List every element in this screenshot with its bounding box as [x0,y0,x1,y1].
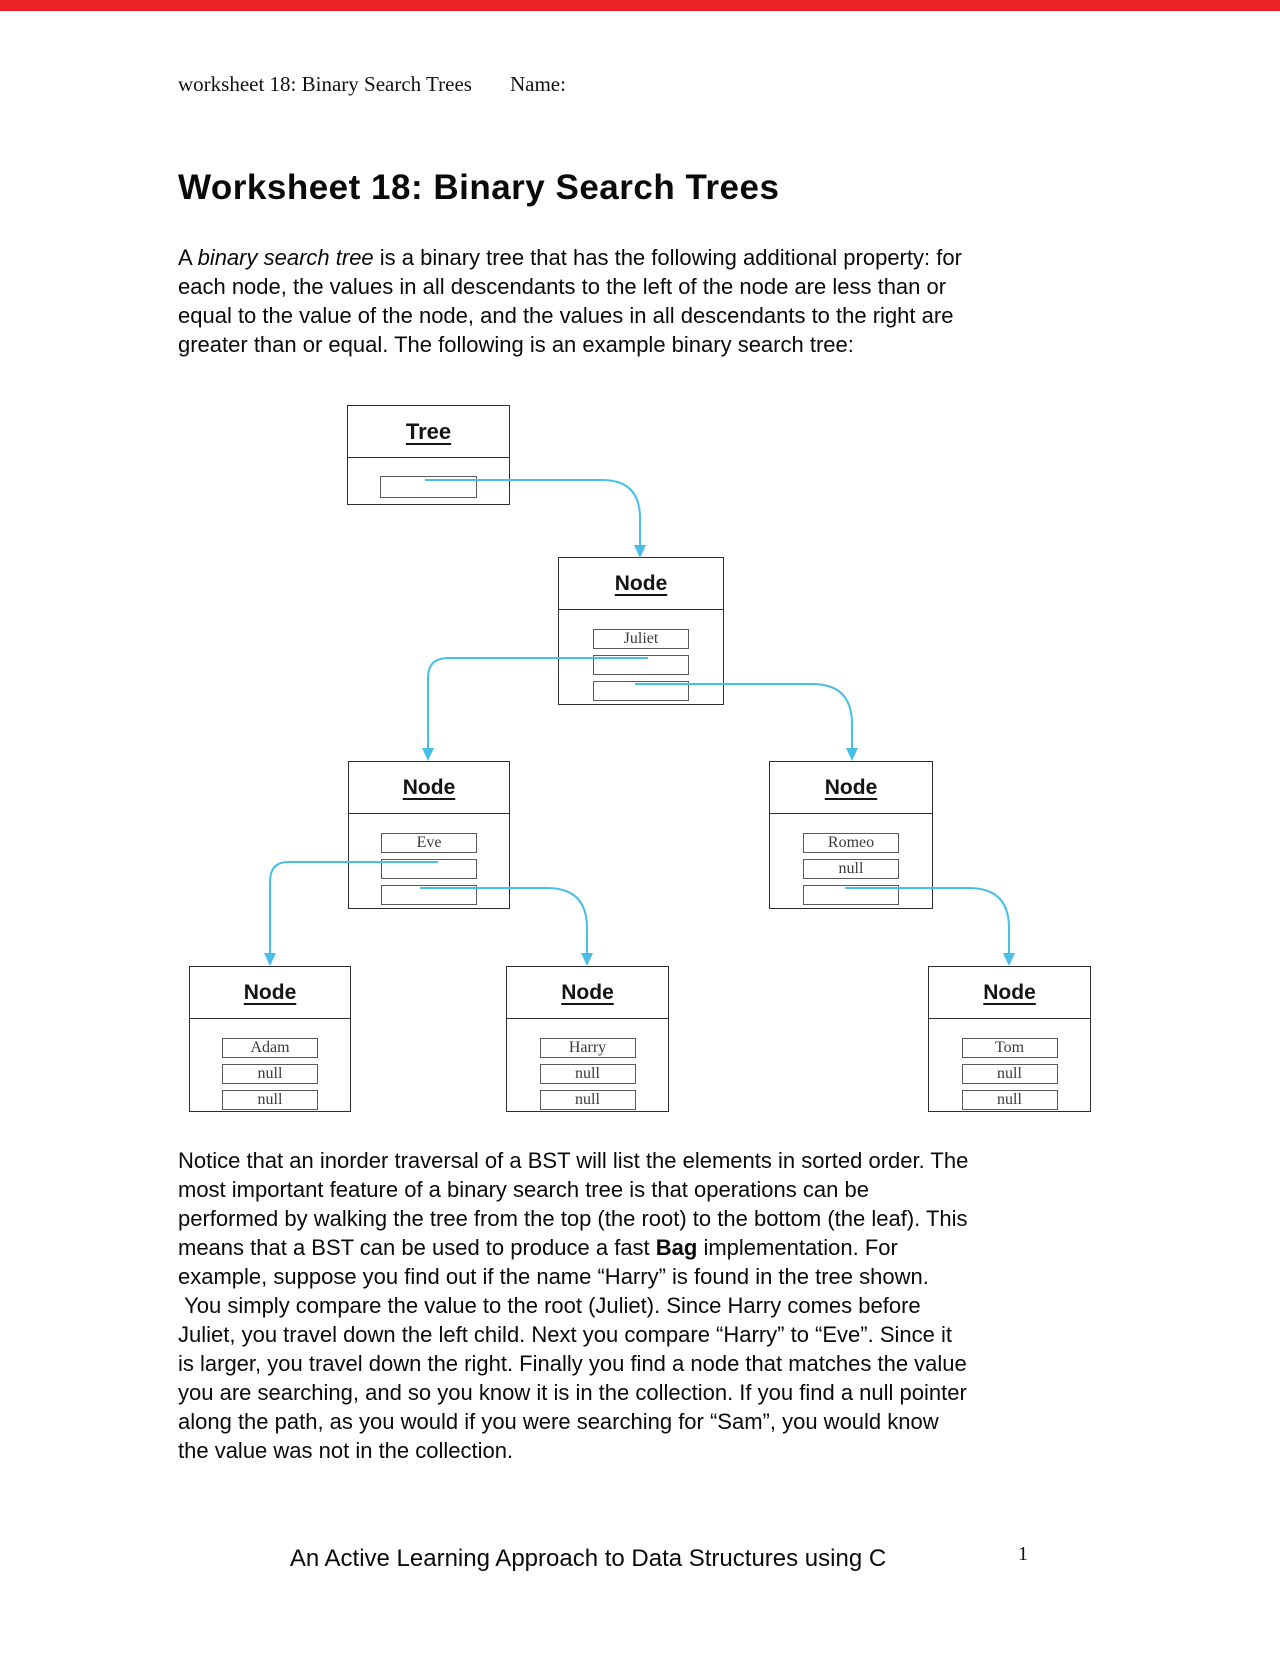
node-right-pointer-field [803,885,899,905]
tree-box-title: Tree [348,406,509,458]
top-red-bar [0,0,1280,11]
node-left-pointer-field: null [539,1064,636,1084]
page-number: 1 [1018,1543,1028,1565]
node-label: Node [243,980,297,1004]
intro-paragraph: A binary search tree is a binary tree th… [178,243,1046,359]
header-worksheet-label: worksheet 18: Binary Search Trees [178,72,472,96]
node-box-adam: Node Adam null null [189,966,351,1112]
node-box-harry: Node Harry null null [506,966,669,1112]
node-box-eve: Node Eve [348,761,510,909]
node-value-field: Eve [381,833,477,853]
node-right-pointer-field [593,681,689,701]
node-title: Node [349,762,509,814]
node-label: Node [983,980,1036,1004]
footer-title: An Active Learning Approach to Data Stru… [289,1545,887,1572]
node-right-pointer-field: null [961,1090,1058,1110]
page-title: Worksheet 18: Binary Search Trees [178,168,780,207]
node-right-pointer-field [381,885,477,905]
page-header: worksheet 18: Binary Search Trees Name: [178,72,1078,97]
node-left-pointer-field: null [222,1064,318,1084]
intro-text-post: is a binary tree that has the following … [178,245,962,357]
intro-text-pre: A [178,245,198,270]
body-text-post: implementation. For example, suppose you… [178,1235,967,1463]
arrowhead-juliet-to-romeo [846,748,858,761]
node-left-pointer-field: null [803,859,899,879]
node-value-field: Harry [539,1038,636,1058]
node-right-pointer-field: null [539,1090,636,1110]
intro-text-italic: binary search tree [197,245,374,270]
node-value-field: Juliet [593,629,689,649]
arrowhead-eve-to-harry [581,953,593,966]
node-left-pointer-field [381,859,477,879]
node-box-romeo: Node Romeo null [769,761,933,909]
body-paragraph: Notice that an inorder traversal of a BS… [178,1146,1046,1465]
node-title: Node [770,762,932,814]
body-text-pre: Notice that an inorder traversal of a BS… [178,1148,969,1260]
node-value-field: Romeo [803,833,899,853]
node-box-juliet: Node Juliet [558,557,724,705]
node-title: Node [190,967,350,1019]
node-right-pointer-field: null [222,1090,318,1110]
node-label: Node [561,980,614,1004]
tree-label: Tree [405,418,452,444]
node-left-pointer-field [593,655,689,675]
arrowhead-juliet-to-eve [422,748,434,761]
node-label: Node [824,775,878,799]
node-value-field: Tom [961,1038,1058,1058]
arrowhead-eve-to-adam [264,953,276,966]
node-box-tom: Node Tom null null [928,966,1091,1112]
node-label: Node [402,775,456,799]
arrowhead-romeo-to-tom [1003,953,1015,966]
body-text-bold: Bag [655,1235,698,1260]
node-value-field: Adam [222,1038,318,1058]
tree-box: Tree [347,405,510,505]
node-label: Node [614,571,668,595]
node-title: Node [559,558,723,610]
header-name-label: Name: [509,72,566,96]
node-title: Node [929,967,1090,1019]
node-left-pointer-field: null [961,1064,1058,1084]
tree-root-pointer-field [380,476,477,498]
node-title: Node [507,967,668,1019]
